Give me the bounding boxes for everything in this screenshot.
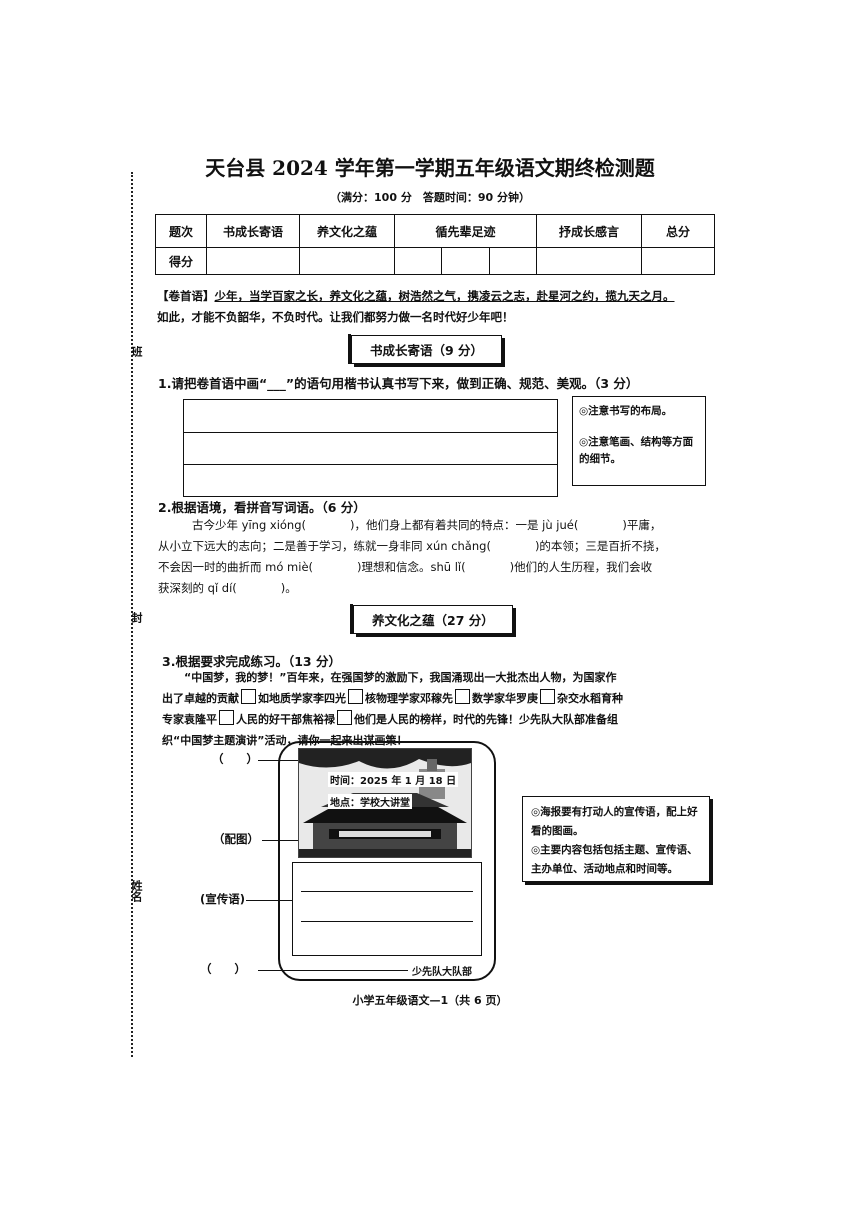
preface-underlined: 少年，当学百家之长，养文化之蕴，树浩然之气，携凌云之志，赴星河之约，揽九天之月。 <box>214 289 675 303</box>
preface-lead: 【卷首语】 <box>157 289 215 303</box>
score-cell[interactable] <box>641 247 715 275</box>
q3-text: 人民的好干部焦裕禄 <box>236 713 335 726</box>
side-label-seal: 封 <box>130 612 143 623</box>
question-3: 3.根据要求完成练习。（13 分） <box>162 654 341 669</box>
punctuation-box[interactable] <box>455 689 470 704</box>
q3-text: 核物理学家邓稼先 <box>365 692 453 705</box>
q2-text: )理想和信念。shū lǐ( <box>357 560 466 574</box>
writing-line <box>184 464 557 465</box>
q3-text: 杂交水稻育种 <box>557 692 623 705</box>
side-label-class: 班 <box>130 346 143 357</box>
q2-text: 获深刻的 qǐ dí( <box>158 581 237 595</box>
score-col-3: 循先辈足迹 <box>394 214 537 248</box>
question-2: 2.根据语境，看拼音写词语。（6 分） <box>158 500 366 515</box>
section1-banner-text: 书成长寄语（9 分） <box>351 334 503 364</box>
score-cell[interactable] <box>536 247 642 275</box>
punctuation-box[interactable] <box>337 710 352 725</box>
q2-text: )。 <box>280 581 297 595</box>
q3-line: 专家袁隆平 人民的好干部焦裕禄 他们是人民的榜样，时代的先锋！少先队大队部准备组 <box>162 709 722 730</box>
poster-frame <box>278 741 496 981</box>
handwriting-box[interactable] <box>183 399 558 497</box>
score-col-2: 养文化之蕴 <box>299 214 395 248</box>
score-table-row-label: 得分 <box>155 247 207 275</box>
punctuation-box[interactable] <box>348 689 363 704</box>
poster-label-theme[interactable]: （ ） <box>212 752 258 766</box>
punctuation-box[interactable] <box>241 689 256 704</box>
question-3-passage: “中国梦，我的梦！”百年来，在强国梦的激励下，我国涌现出一大批杰出人物，为国家作… <box>162 667 722 751</box>
label-connector <box>262 840 298 841</box>
q2-text: )他们的人生历程，我们会收 <box>509 560 653 574</box>
score-cell[interactable] <box>393 247 443 275</box>
section1-banner: 书成长寄语（9 分） <box>348 334 503 364</box>
q2-text: )平庸， <box>622 518 662 532</box>
tip-item: ◎注意书写的布局。 <box>579 405 673 417</box>
slogan-line <box>301 891 473 892</box>
q3-text: 如地质学家李四光 <box>258 692 346 705</box>
score-table: 题次 书成长寄语 养文化之蕴 循先辈足迹 抒成长感言 总分 得分 <box>155 214 715 275</box>
banner-bar <box>350 604 353 634</box>
q3-text: 出了卓越的贡献 <box>162 692 239 705</box>
score-cell[interactable] <box>299 247 395 275</box>
poster-signature: 少先队大队部 <box>412 967 472 978</box>
score-col-5: 总分 <box>641 214 715 248</box>
slogan-box[interactable] <box>292 862 482 956</box>
poster-label-image: （配图） <box>213 832 259 846</box>
q2-text: 不会因一时的曲折而 mó miè( <box>158 560 314 574</box>
preface: 【卷首语】少年，当学百家之长，养文化之蕴，树浩然之气，携凌云之志，赴星河之约，揽… <box>157 286 732 328</box>
section2-banner: 养文化之蕴（27 分） <box>350 604 513 634</box>
poster-label-organizer[interactable]: （ ） <box>200 962 246 976</box>
q3-line: “中国梦，我的梦！”百年来，在强国梦的激励下，我国涌现出一大批杰出人物，为国家作 <box>184 671 617 684</box>
writing-tips-box: ◎注意书写的布局。 ◎注意笔画、结构等方面的细节。 <box>572 396 706 486</box>
binding-dotted-line <box>131 172 133 1057</box>
page-title: 天台县 2024 学年第一学期五年级语文期终检测题 <box>205 156 655 180</box>
q3-text: 数学家华罗庚 <box>472 692 538 705</box>
score-col-4: 抒成长感言 <box>536 214 642 248</box>
q2-text: )的本领；三是百折不挠， <box>534 539 666 553</box>
page-subtitle: （满分：100 分 答题时间：90 分钟） <box>330 191 530 204</box>
label-connector <box>246 900 292 901</box>
preface-rest: 如此，才能不负韶华，不负时代。让我们都努力做一名时代好少年吧！ <box>157 310 514 324</box>
writing-line <box>184 432 557 433</box>
q3-line: 织“中国梦主题演讲”活动，请你一起来出谋画策！ <box>162 734 408 747</box>
note-item: ◎主要内容包括包括主题、宣传语、主办单位、活动地点和时间等。 <box>531 844 698 875</box>
poster-place: 地点：学校大讲堂 <box>328 794 412 809</box>
q3-line: 出了卓越的贡献 如地质学家李四光 核物理学家邓稼先 数学家华罗庚 杂交水稻育种 <box>162 688 722 709</box>
q3-text: 他们是人民的榜样，时代的先锋！少先队大队部准备组 <box>354 713 618 726</box>
score-cell[interactable] <box>206 247 300 275</box>
page-footer: 小学五年级语文—1（共 6 页） <box>352 994 508 1007</box>
banner-bar <box>348 334 351 364</box>
q2-text: 从小立下远大的志向；二是善于学习，练就一身非同 xún chǎng( <box>158 539 491 553</box>
punctuation-box[interactable] <box>540 689 555 704</box>
score-cell[interactable] <box>488 247 538 275</box>
punctuation-box[interactable] <box>219 710 234 725</box>
section2-banner-text: 养文化之蕴（27 分） <box>353 604 513 634</box>
tip-item: ◎注意笔画、结构等方面的细节。 <box>579 436 694 465</box>
question-2-passage: 古今少年 yīng xióng( )，他们身上都有着共同的特点：一是 jù jué… <box>158 515 738 599</box>
q3-text: 专家袁隆平 <box>162 713 217 726</box>
q2-text: )，他们身上都有着共同的特点：一是 jù jué( <box>350 518 579 532</box>
question-1: 1.请把卷首语中画“___”的语句用楷书认真书写下来，做到正确、规范、美观。（3… <box>158 376 639 391</box>
score-table-header-label: 题次 <box>155 214 207 248</box>
poster-time: 时间：2025 年 1 月 18 日 <box>328 772 459 787</box>
score-cell[interactable] <box>441 247 490 275</box>
score-col-1: 书成长寄语 <box>206 214 300 248</box>
note-item: ◎海报要有打动人的宣传语，配上好看的图画。 <box>531 806 698 837</box>
label-connector <box>258 760 298 761</box>
q2-text: 古今少年 yīng xióng( <box>192 518 307 532</box>
poster-label-slogan: (宣传语) <box>200 892 246 906</box>
poster-notes-box: ◎海报要有打动人的宣传语，配上好看的图画。 ◎主要内容包括包括主题、宣传语、主办… <box>522 796 710 882</box>
side-label-name: 姓名 <box>130 880 143 902</box>
slogan-line <box>301 921 473 922</box>
label-connector <box>258 970 408 971</box>
